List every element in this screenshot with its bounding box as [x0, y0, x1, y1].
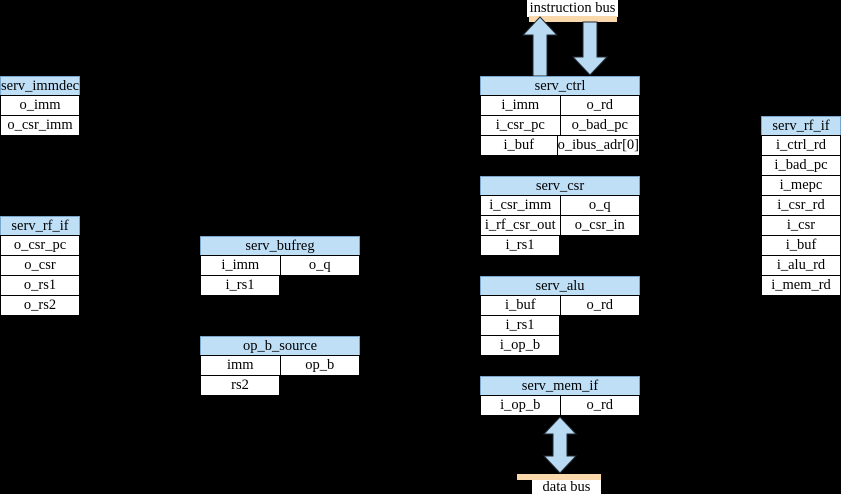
- module-serv-rf-if-outputs: serv_rf_if o_csr_pc o_csr o_rs1 o_rs2: [0, 216, 80, 316]
- port-cell: o_rs2: [0, 295, 80, 316]
- port-cell: o_q: [279, 255, 360, 276]
- port-cell: o_csr_pc: [0, 235, 80, 256]
- port-row: i_imm o_rd: [480, 95, 640, 116]
- instruction-bus-label: instruction bus: [527, 0, 618, 17]
- port-cell: rs2: [200, 375, 280, 396]
- port-cell: i_rs1: [480, 315, 560, 336]
- port-cell: i_op_b: [480, 335, 560, 356]
- port-row: i_alu_rd: [761, 255, 841, 276]
- module-serv-immdec: serv_immdec o_imm o_csr_imm: [0, 76, 80, 136]
- port-cell: o_csr: [0, 255, 80, 276]
- module-serv-alu: serv_alu i_buf o_rd i_rs1 i_op_b: [480, 276, 640, 356]
- port-cell: i_buf: [480, 135, 558, 156]
- port-cell: i_op_b: [480, 395, 561, 416]
- module-op-b-source: op_b_source imm op_b rs2: [200, 336, 360, 396]
- port-row: i_buf: [761, 235, 841, 256]
- module-serv-ctrl: serv_ctrl i_imm o_rd i_csr_pc o_bad_pc i…: [480, 76, 640, 156]
- module-title: serv_mem_if: [480, 376, 640, 396]
- port-row: i_csr_pc o_bad_pc: [480, 115, 640, 136]
- port-row: i_op_b: [480, 335, 640, 356]
- port-cell: i_buf: [761, 235, 841, 256]
- port-row: i_op_b o_rd: [480, 395, 640, 416]
- port-cell: i_ctrl_rd: [761, 135, 841, 156]
- port-cell: i_imm: [480, 95, 561, 116]
- port-cell: i_imm: [200, 255, 281, 276]
- port-row: i_imm o_q: [200, 255, 360, 276]
- module-title: serv_bufreg: [200, 236, 360, 256]
- port-row: o_imm: [0, 95, 80, 116]
- port-cell: i_csr_rd: [761, 195, 841, 216]
- port-cell: imm: [200, 355, 281, 376]
- port-row: i_rs1: [200, 275, 360, 296]
- port-cell: o_csr_imm: [0, 115, 80, 136]
- port-cell: i_rf_csr_out: [480, 215, 561, 236]
- data-bus-double-arrow-icon: [542, 416, 578, 474]
- port-row: o_rs2: [0, 295, 80, 316]
- module-title: serv_rf_if: [761, 116, 841, 136]
- instruction-bus-up-arrow-icon: [521, 16, 559, 77]
- port-cell: i_rs1: [200, 275, 280, 296]
- port-cell: o_ibus_adr[0]: [556, 135, 640, 156]
- port-cell: o_q: [559, 195, 640, 216]
- port-cell: i_csr_pc: [480, 115, 561, 136]
- port-row: i_rf_csr_out o_csr_in: [480, 215, 640, 236]
- data-bus-bar: [517, 474, 601, 480]
- port-row: i_mepc: [761, 175, 841, 196]
- port-cell: i_csr_imm: [480, 195, 561, 216]
- module-serv-bufreg: serv_bufreg i_imm o_q i_rs1: [200, 236, 360, 296]
- module-title: serv_ctrl: [480, 76, 640, 96]
- port-cell: o_rd: [559, 295, 640, 316]
- port-cell: i_buf: [480, 295, 561, 316]
- port-row: i_bad_pc: [761, 155, 841, 176]
- port-row: i_csr_imm o_q: [480, 195, 640, 216]
- instruction-bus-down-arrow-icon: [571, 21, 609, 76]
- port-row: i_rs1: [480, 235, 640, 256]
- port-row: o_csr_pc: [0, 235, 80, 256]
- port-cell: o_csr_in: [559, 215, 640, 236]
- port-row: imm op_b: [200, 355, 360, 376]
- port-cell: o_rs1: [0, 275, 80, 296]
- module-title: serv_csr: [480, 176, 640, 196]
- port-row: i_ctrl_rd: [761, 135, 841, 156]
- port-cell: o_rd: [559, 95, 640, 116]
- port-row: i_buf o_rd: [480, 295, 640, 316]
- port-row: o_csr: [0, 255, 80, 276]
- module-title: serv_immdec: [0, 76, 80, 96]
- instruction-bus-bar: [529, 16, 617, 22]
- module-serv-mem-if: serv_mem_if i_op_b o_rd: [480, 376, 640, 416]
- port-cell: o_imm: [0, 95, 80, 116]
- module-serv-rf-if-inputs: serv_rf_if i_ctrl_rd i_bad_pc i_mepc i_c…: [761, 116, 841, 296]
- module-title: op_b_source: [200, 336, 360, 356]
- port-cell: i_mem_rd: [761, 275, 841, 296]
- port-row: i_csr_rd: [761, 195, 841, 216]
- data-bus-label: data bus: [532, 480, 601, 494]
- module-title: serv_alu: [480, 276, 640, 296]
- port-cell: i_rs1: [480, 235, 560, 256]
- port-cell: i_csr: [761, 215, 841, 236]
- port-row: rs2: [200, 375, 360, 396]
- port-cell: op_b: [279, 355, 360, 376]
- port-row: i_mem_rd: [761, 275, 841, 296]
- port-cell: i_mepc: [761, 175, 841, 196]
- port-row: i_csr: [761, 215, 841, 236]
- port-cell: o_bad_pc: [559, 115, 640, 136]
- port-cell: i_alu_rd: [761, 255, 841, 276]
- module-title: serv_rf_if: [0, 216, 80, 236]
- port-cell: o_rd: [559, 395, 640, 416]
- port-row: i_rs1: [480, 315, 640, 336]
- module-serv-csr: serv_csr i_csr_imm o_q i_rf_csr_out o_cs…: [480, 176, 640, 256]
- port-row: o_csr_imm: [0, 115, 80, 136]
- port-row: o_rs1: [0, 275, 80, 296]
- port-cell: i_bad_pc: [761, 155, 841, 176]
- port-row: i_buf o_ibus_adr[0]: [480, 135, 640, 156]
